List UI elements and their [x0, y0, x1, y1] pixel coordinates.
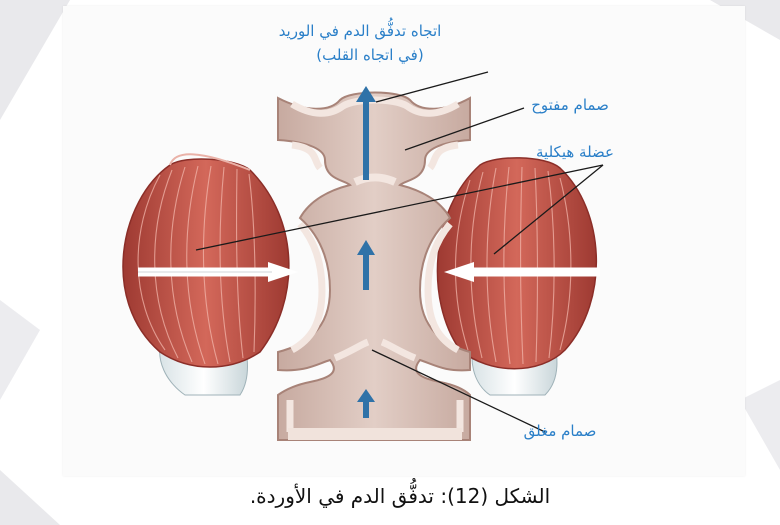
label-flow-direction-line1: اتجاه تدفُّق الدم في الوريد [200, 22, 520, 40]
label-skeletal-muscle: عضلة هيكلية [500, 143, 650, 161]
label-valve-open: صمام مفتوح [500, 96, 640, 114]
label-flow-direction-line2: (في اتجاه القلب) [230, 46, 510, 64]
figure-caption: الشكل (12): تدفُّق الدم في الأوردة. [120, 484, 680, 508]
label-valve-closed: صمام مغلق [470, 422, 650, 440]
